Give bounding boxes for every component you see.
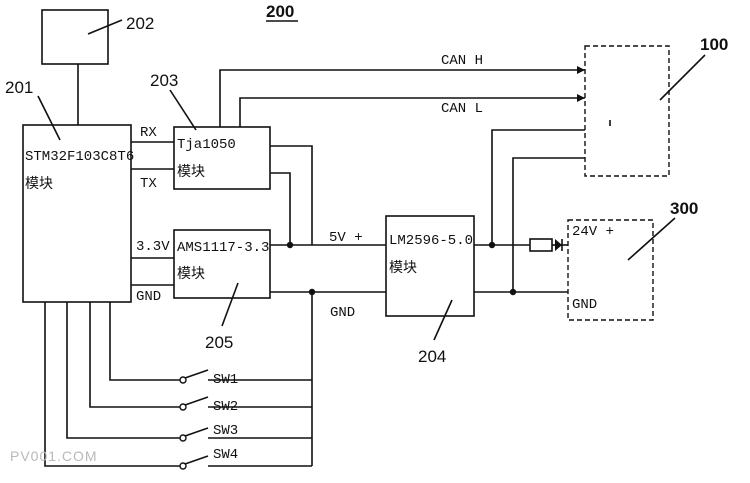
figure-label: 200 [266, 2, 294, 21]
junction-1 [286, 241, 294, 249]
buck-converter-module [385, 215, 475, 317]
pin-gnd: GND [136, 289, 161, 305]
net-can-l: CAN L [441, 101, 483, 117]
mcu-label-1: STM32F103C8T6 [25, 149, 134, 165]
leader-201 [37, 95, 61, 141]
wire-sw2 [89, 302, 180, 408]
leader-202 [87, 19, 123, 35]
leader-203 [169, 89, 197, 131]
net-can-h: CAN H [441, 53, 483, 69]
sw-label-2: SW2 [213, 399, 238, 415]
diode-symbol [555, 239, 562, 251]
sw-label-3: SW3 [213, 423, 238, 439]
sw-label-4: SW4 [213, 447, 238, 463]
net-gnd-ext: GND [572, 297, 597, 313]
power-supply-300 [567, 219, 654, 321]
ams-label-1: AMS1117-3.3 [177, 240, 269, 256]
ref-203: 203 [150, 71, 178, 90]
external-device-100 [584, 45, 670, 177]
ams-label-2: 模块 [177, 266, 205, 283]
can-label-1: Tja1050 [177, 137, 236, 153]
switch-sw3 [179, 427, 312, 442]
fuse [529, 238, 553, 252]
wire-bus-24v [491, 129, 585, 245]
wire-can-h [219, 69, 585, 127]
ref-205: 205 [205, 333, 233, 352]
wire-tja-5v [270, 145, 313, 245]
switch-sw1 [179, 369, 312, 384]
arrow-can-h [577, 66, 585, 74]
pin-tx: TX [140, 176, 157, 192]
mcu-label-2: 模块 [25, 176, 53, 193]
can-label-2: 模块 [177, 164, 205, 181]
leader-300 [627, 217, 676, 261]
leader-205 [221, 282, 239, 327]
wire-bus-gnd [512, 157, 585, 292]
pin-3v3: 3.3V [136, 239, 170, 255]
sw-label-1: SW1 [213, 372, 238, 388]
ref-202: 202 [126, 14, 154, 33]
watermark: PV001.COM [10, 448, 98, 464]
can-transceiver-module [173, 126, 271, 190]
switch-sw4 [179, 455, 312, 470]
net-5v: 5V + [329, 230, 363, 246]
wire-sw4 [44, 302, 180, 467]
ldo-module [173, 229, 271, 299]
ref-204: 204 [418, 347, 446, 366]
wire-can-l [239, 97, 585, 127]
lm-label-1: LM2596-5.0 [389, 233, 473, 249]
ref-300: 300 [670, 199, 698, 218]
net-gnd: GND [330, 305, 355, 321]
pin-rx: RX [140, 125, 157, 141]
ref-201: 201 [5, 78, 33, 97]
box-202 [41, 9, 109, 65]
wire-tja-gnd [270, 172, 291, 245]
lm-label-2: 模块 [389, 260, 417, 277]
wire-sw3 [66, 302, 180, 439]
leader-204 [433, 299, 453, 341]
switch-sw2 [179, 396, 312, 411]
mcu-module [22, 124, 132, 303]
arrow-can-l [577, 94, 585, 102]
net-24v: 24V + [572, 224, 614, 240]
ref-100: 100 [700, 35, 728, 54]
leader-100 [659, 54, 706, 101]
wire-sw1 [109, 302, 180, 381]
